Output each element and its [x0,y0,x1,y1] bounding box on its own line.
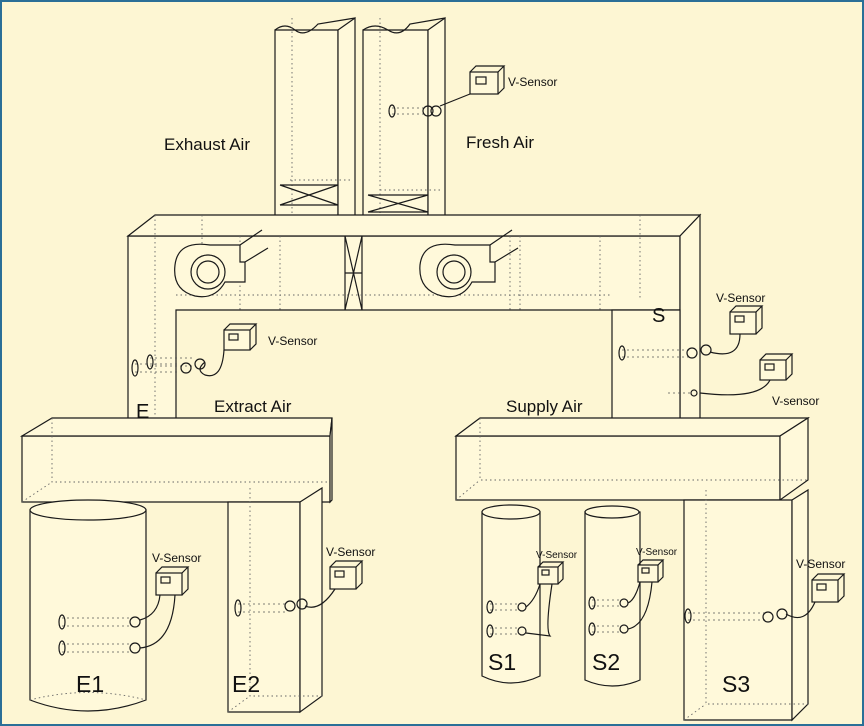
s2-label: S2 [592,649,620,675]
sensor-label-s3: V-Sensor [796,557,845,571]
fan-icon [419,229,519,298]
extract-air-label: Extract Air [214,397,292,416]
exhaust-air-label: Exhaust Air [164,135,250,154]
fresh-air-label: Fresh Air [466,133,534,152]
sensor-label-supply: V-Sensor [716,291,765,305]
branch-s2 [584,505,641,687]
fresh-stack [362,16,446,235]
sensor-label-fresh: V-Sensor [508,75,557,89]
branch-s3 [683,488,809,722]
sensor-label-e2: V-Sensor [326,545,375,559]
sensor-label-supply-lower: V-sensor [772,394,819,408]
sensor-label-s2: V-Sensor [636,547,678,558]
branch-e2 [227,486,323,714]
fan-icon [174,229,269,298]
s3-label: S3 [722,671,750,697]
e2-label: E2 [232,671,260,697]
branch-e1 [29,499,147,712]
sensor-box-icon [139,65,846,649]
sensor-label-extract: V-Sensor [268,334,317,348]
extract-manifold [19,417,333,504]
e1-label: E1 [76,671,104,697]
sensor-label-s1: V-Sensor [536,550,578,561]
exhaust-stack [274,16,356,235]
air-handling-unit [126,213,702,438]
supply-manifold [454,416,811,502]
supply-air-label: Supply Air [506,397,583,416]
s1-label: S1 [488,649,516,675]
e-label: E [136,401,149,423]
s-label: S [652,305,665,327]
branch-s1 [481,504,541,684]
sensor-label-e1: V-Sensor [152,551,201,565]
